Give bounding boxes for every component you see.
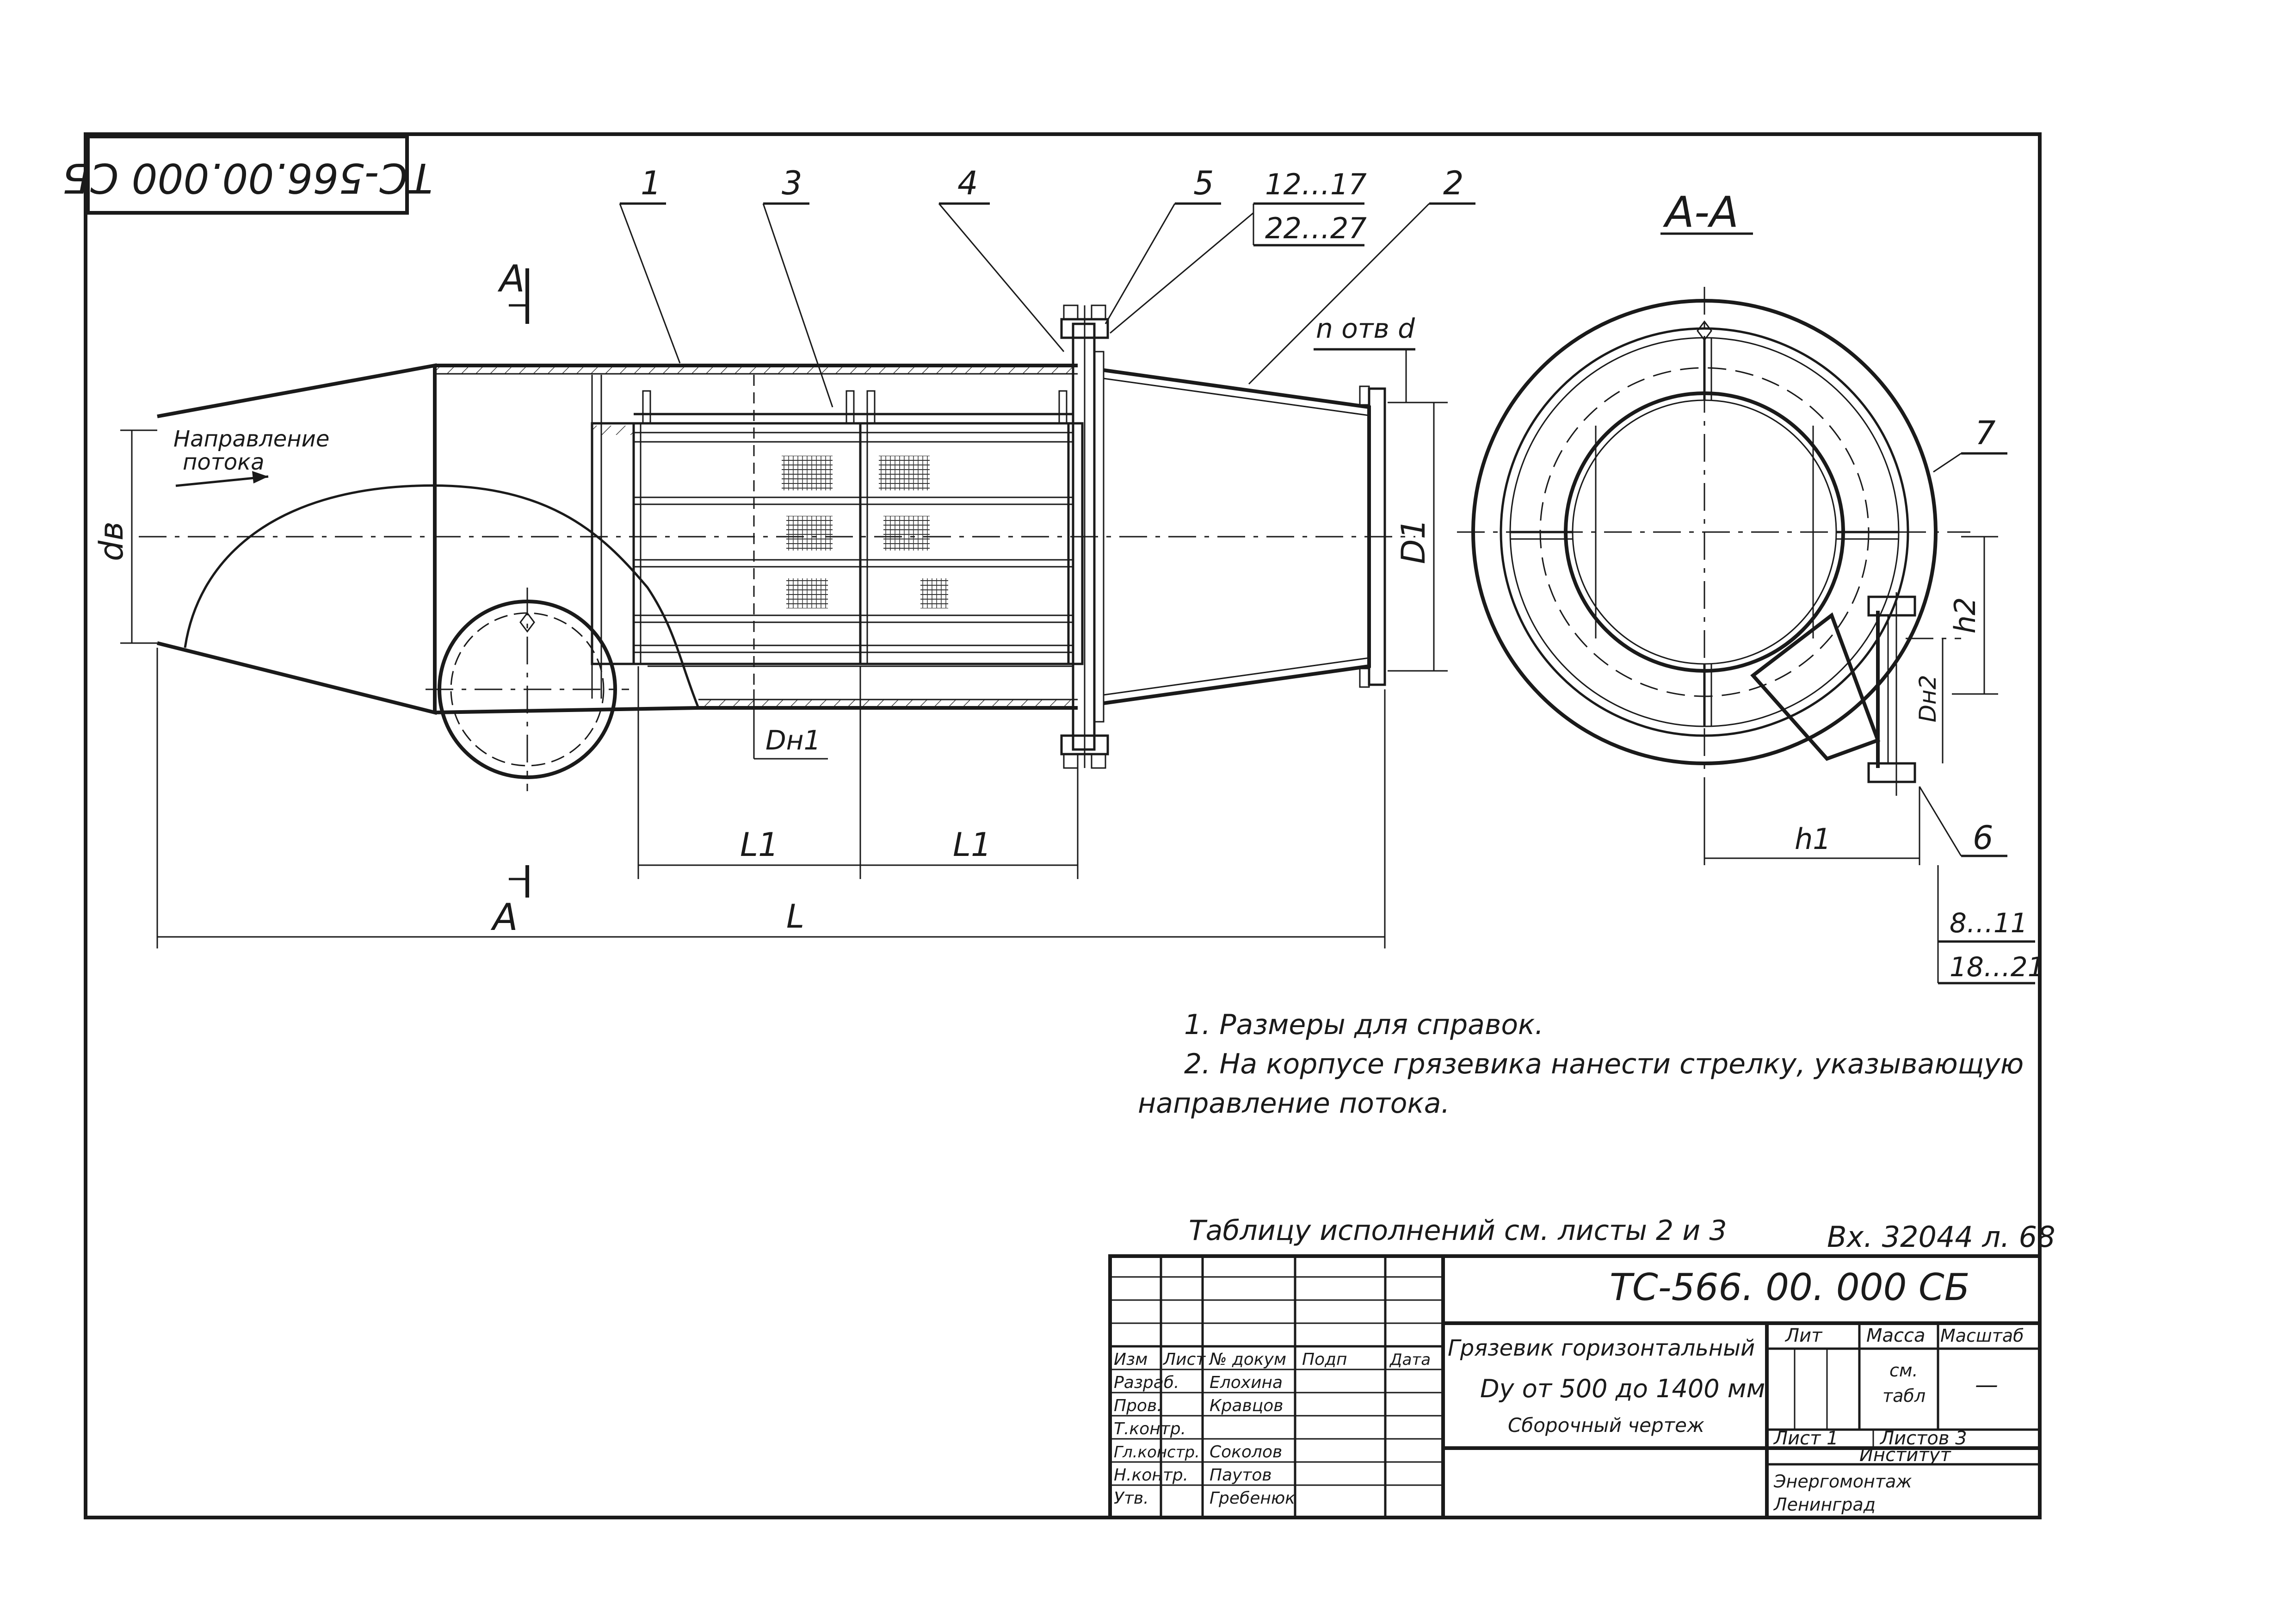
leader-8-11: 8…11	[1950, 907, 2028, 939]
section-a-a: А-А h2 Dн2	[1457, 187, 2045, 985]
role-4: Гл.констр.	[1114, 1443, 1200, 1462]
role-6: Утв.	[1114, 1489, 1149, 1508]
name-2: Кравцов	[1210, 1396, 1283, 1415]
role-3: Т.контр.	[1114, 1419, 1186, 1438]
dim-Dn2: Dн2	[1914, 675, 1941, 722]
mass-value-2: табл	[1882, 1386, 1926, 1406]
dim-L: L	[786, 898, 804, 935]
institute-label: Институт	[1859, 1444, 1951, 1466]
name-4: Соколов	[1210, 1443, 1282, 1462]
leader-6: 6	[1973, 819, 1994, 857]
leader-5: 5	[1193, 164, 1214, 202]
part-leaders: 1 3 4 5 12…17 22…27 2 n отв d	[619, 164, 1475, 408]
main-dimensions: dв D1 Dн1 L1 L1 L	[93, 402, 1448, 948]
table-reference: Таблицу исполнений см. листы 2 и 3	[1189, 1214, 1727, 1247]
leader-3: 3	[782, 164, 802, 202]
section-markers: А А	[490, 257, 529, 939]
name-6: Гребенюк	[1210, 1489, 1295, 1508]
inventory-number: Вх. 32044 л. 68	[1827, 1220, 2055, 1254]
role-5: Н.контр.	[1114, 1466, 1188, 1485]
dim-L1-left: L1	[740, 826, 779, 864]
name-5: Паутов	[1210, 1466, 1272, 1485]
sheet-count: Листов 3	[1879, 1428, 1967, 1449]
dim-dv: dв	[93, 521, 130, 561]
leader-18-21: 18…21	[1950, 951, 2045, 983]
dim-L1-right: L1	[953, 826, 992, 864]
leader-1: 1	[641, 164, 661, 202]
lit-label: Лит	[1784, 1325, 1823, 1346]
product-size: Dy от 500 до 1400 мм	[1480, 1374, 1765, 1403]
hdr-doc: № докум	[1209, 1350, 1286, 1369]
corner-code: ТС-566.00.000 СБ	[62, 154, 433, 202]
hdr-izm: Изм	[1114, 1350, 1148, 1369]
hdr-list: Лист	[1162, 1350, 1206, 1369]
doc-code: ТС-566. 00. 000 СБ	[1610, 1266, 1970, 1309]
dim-h1: h1	[1795, 822, 1831, 856]
leader-holes: n отв d	[1316, 313, 1415, 344]
flow-label-1: Направление	[173, 426, 329, 452]
scale-value: —	[1975, 1371, 1998, 1398]
role-1: Разраб.	[1114, 1373, 1179, 1392]
section-title: А-А	[1663, 187, 1739, 237]
hdr-podp: Подп	[1302, 1350, 1347, 1369]
title-block-text: ТС-566. 00. 000 СБ Изм Лист № докум Подп…	[1114, 1266, 2024, 1515]
role-2: Пров.	[1114, 1396, 1162, 1415]
flow-label-2: потока	[183, 449, 264, 475]
separator-body	[139, 304, 1415, 791]
dim-h2: h2	[1948, 597, 1982, 634]
drawing-frame	[84, 132, 2042, 1519]
name-1: Елохина	[1210, 1373, 1283, 1392]
product-doc-type: Сборочный чертеж	[1508, 1414, 1704, 1437]
leader-12-17: 12…17	[1265, 167, 1367, 201]
note-1: 1. Размеры для справок.	[1184, 1009, 1543, 1041]
note-2-line1: 2. На корпусе грязевика нанести стрелку,…	[1184, 1048, 2024, 1080]
leader-2: 2	[1443, 164, 1464, 202]
scale-label: Масштаб	[1940, 1326, 2024, 1346]
title-block	[1108, 1254, 2042, 1519]
note-2-line2: направление потока.	[1138, 1087, 1450, 1120]
section-mark-top: А	[497, 257, 525, 300]
org-line-2: Ленинград	[1773, 1494, 1876, 1515]
flow-direction: Направление потока	[173, 426, 329, 487]
hdr-date: Дата	[1389, 1350, 1431, 1369]
sheet-number: Лист 1	[1773, 1428, 1839, 1449]
org-line-1: Энергомонтаж	[1773, 1471, 1912, 1492]
mass-value-1: см.	[1889, 1360, 1918, 1381]
product-name: Грязевик горизонтальный	[1448, 1335, 1755, 1361]
leader-22-27: 22…27	[1265, 211, 1367, 245]
section-mark-bottom: А	[490, 896, 518, 939]
mass-label: Масса	[1866, 1325, 1926, 1346]
leader-7: 7	[1975, 414, 1996, 452]
notes: 1. Размеры для справок. 2. На корпусе гр…	[1138, 1009, 2055, 1254]
dim-Dn1: Dн1	[765, 725, 821, 756]
dim-D1: D1	[1395, 519, 1432, 564]
leader-4: 4	[957, 164, 978, 202]
